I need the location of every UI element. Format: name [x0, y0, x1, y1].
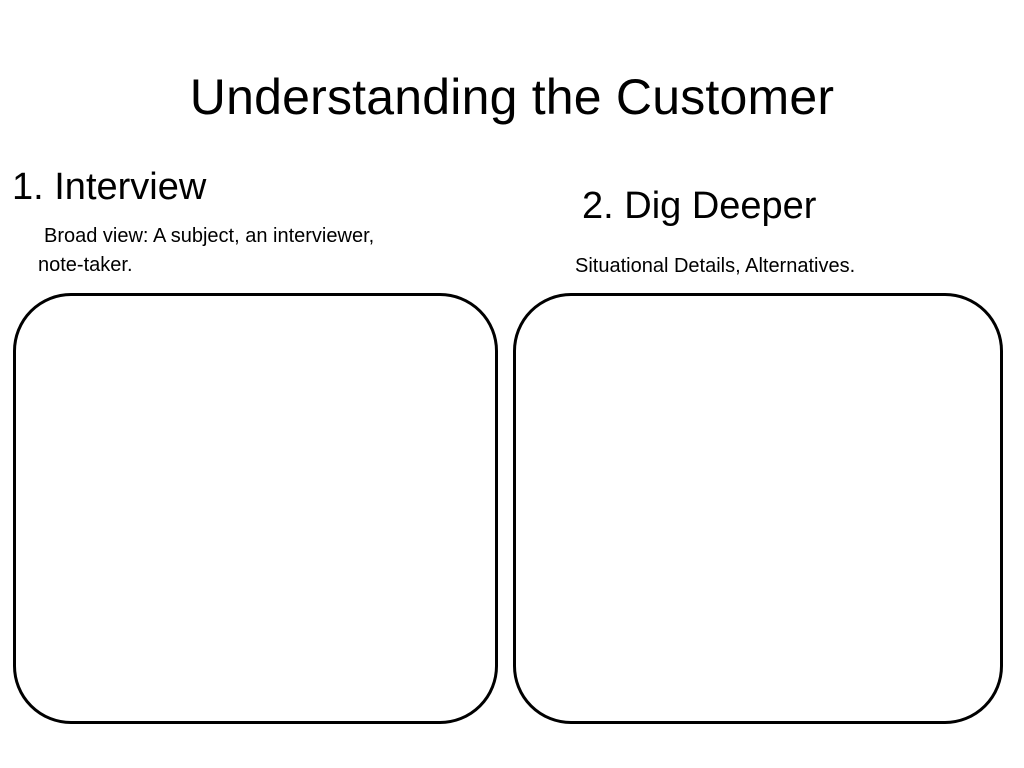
- interview-description-line-1: Broad view: A subject, an interviewer,: [44, 225, 375, 247]
- slide-title: Understanding the Customer: [189, 69, 835, 125]
- dig-deeper-heading: 2. Dig Deeper: [582, 185, 817, 227]
- interview-description: Broad view: A subject, an interviewer, n…: [38, 222, 458, 280]
- dig-deeper-description: Situational Details, Alternatives.: [575, 255, 856, 277]
- dig-deeper-box: [513, 293, 1003, 724]
- interview-box: [13, 293, 498, 724]
- interview-description-line-2: note-taker.: [38, 254, 133, 276]
- interview-heading: 1. Interview: [12, 166, 207, 208]
